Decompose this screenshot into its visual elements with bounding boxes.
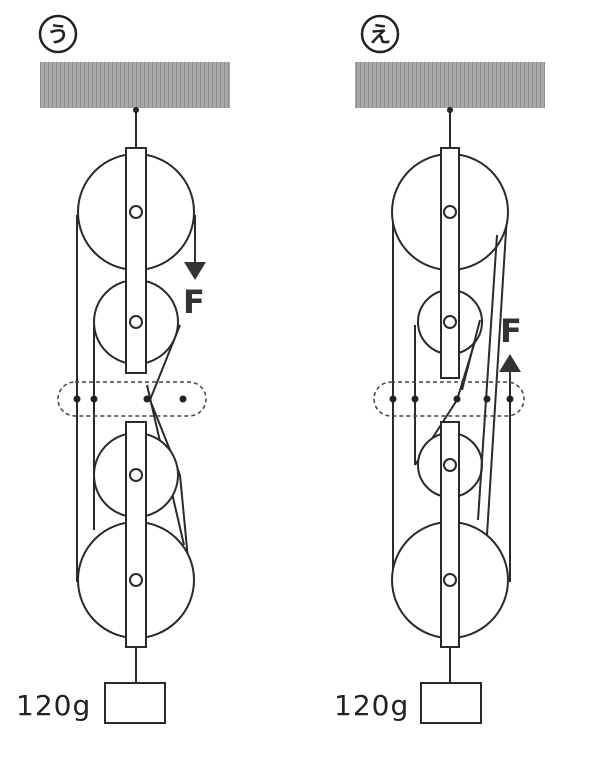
weight-e	[420, 682, 482, 724]
force-arrow-up-e	[499, 354, 521, 385]
force-arrow-down-u	[184, 240, 206, 280]
svg-text:え: え	[369, 23, 391, 48]
mass-label-e: 120g	[334, 689, 409, 722]
dashed-region-e	[373, 381, 525, 417]
svg-text:う: う	[47, 23, 69, 48]
mass-label-u: 120g	[16, 689, 91, 722]
force-label-e: F	[500, 312, 522, 350]
diagram-u-label: う	[38, 14, 78, 54]
dashed-region-u	[57, 381, 207, 417]
diagram-u: う	[38, 14, 230, 724]
force-label-u: F	[183, 283, 205, 321]
diagram-e: え	[355, 14, 545, 724]
diagram-e-label: え	[360, 14, 400, 54]
weight-u	[104, 682, 166, 724]
ceiling-e	[355, 62, 545, 108]
ceiling-u	[40, 62, 230, 108]
